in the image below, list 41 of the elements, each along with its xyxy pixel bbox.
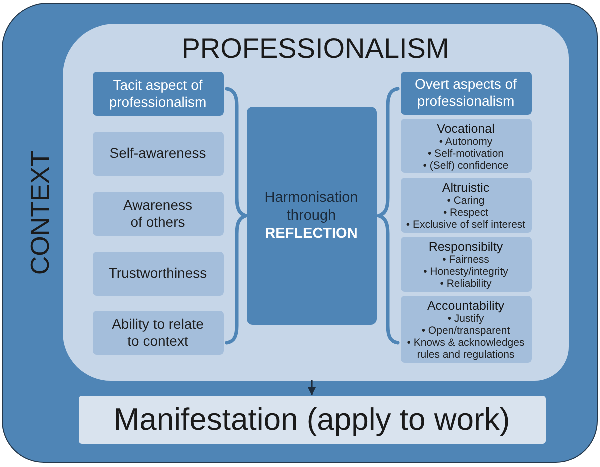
- arrow: [308, 380, 316, 396]
- bullet-item: • Honesty/integrity: [424, 266, 508, 278]
- category-title: Responsibilty: [428, 240, 504, 254]
- aspect-box: [92, 310, 224, 354]
- category-title: Altruistic: [442, 180, 490, 194]
- aspect-label: Trustworthiness: [108, 265, 208, 282]
- aspect-label: Self-awareness: [110, 145, 206, 162]
- bullet-item: • Fairness: [442, 254, 490, 266]
- aspect-box: [92, 132, 224, 176]
- aspect-box: [92, 192, 224, 236]
- bullet-item: • (Self) confidence: [423, 160, 509, 172]
- aspect-box: [92, 252, 224, 296]
- bullet-item: • Autonomy: [439, 136, 493, 148]
- aspect-box: [400, 118, 532, 172]
- bullet-item: • Respect: [443, 206, 489, 219]
- header-label: Overt aspects of professionalism: [414, 76, 518, 110]
- bullet-item: • Open/transparent: [422, 324, 510, 337]
- bullet-item: • Knows & acknowledges rules and regulations: [406, 336, 526, 362]
- manifestation-box: [78, 396, 546, 444]
- professionalism-panel: [62, 24, 568, 380]
- manifestation-label: Manifestation (apply to work): [114, 402, 510, 438]
- bullet-item: • Justify: [448, 312, 484, 325]
- reflection-label: Harmonisation through REFLECTION: [264, 188, 360, 242]
- aspect-box: [400, 178, 532, 232]
- aspect-box: [400, 236, 532, 292]
- column-header: [92, 72, 224, 116]
- header-label: Tacit aspect of professionalism: [108, 76, 208, 110]
- bullet-item: • Reliability: [440, 278, 492, 290]
- category-title: Accountability: [427, 298, 505, 312]
- category-title: Vocational: [437, 122, 495, 136]
- bullet-item: • Self-motivation: [428, 148, 504, 160]
- bullet-item: • Caring: [447, 194, 485, 207]
- side-label: CONTEXT: [26, 150, 54, 275]
- aspect-label: Ability to relate to context: [111, 316, 205, 350]
- column-header: [400, 72, 532, 114]
- aspect-box: [400, 296, 532, 362]
- reflection-box: [246, 106, 376, 324]
- context-frame: [2, 3, 598, 463]
- bullet-item: • Exclusive of self interest: [406, 218, 526, 232]
- aspect-label: Awareness of others: [122, 196, 194, 230]
- panel-title: PROFESSIONALISM: [182, 32, 450, 64]
